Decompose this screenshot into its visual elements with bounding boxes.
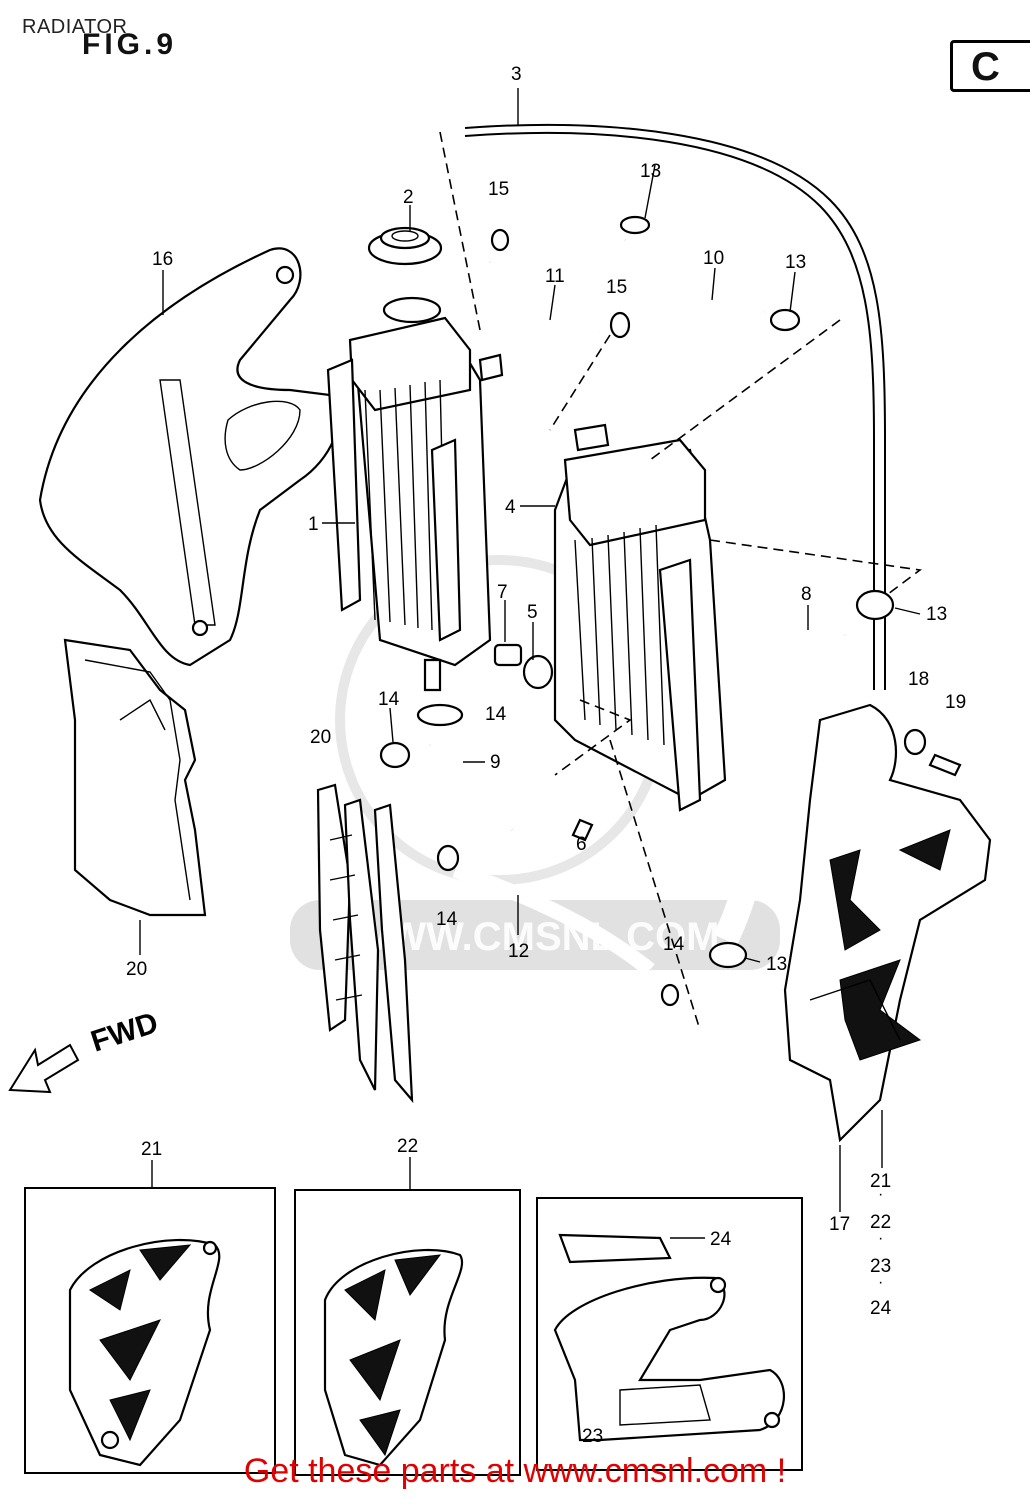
- callout-1: 1: [308, 514, 319, 535]
- callout-12: 12: [508, 941, 529, 962]
- stack-dot-3: ·: [878, 1274, 883, 1291]
- stack-dot-2: ·: [878, 1230, 883, 1247]
- callout-22-stack: 22: [870, 1212, 891, 1233]
- forward-direction-arrow: FWD: [8, 1006, 162, 1094]
- figure-label: FIG.9: [82, 28, 178, 61]
- callout-24-stack: 24: [870, 1298, 892, 1319]
- callout-13-right: 13: [785, 252, 806, 273]
- upper-hose: [439, 123, 886, 690]
- callout-14-right: 14: [663, 934, 685, 955]
- callout-11: 11: [545, 266, 565, 287]
- callout-23-inset: 23: [582, 1426, 603, 1447]
- callout-13-top: 13: [640, 161, 661, 182]
- stack-dot-1: ·: [878, 1186, 883, 1203]
- section-code: C: [971, 45, 1000, 89]
- callout-20-left: 20: [126, 959, 147, 980]
- callout-13-bottom: 13: [766, 954, 787, 975]
- callout-4: 4: [505, 497, 516, 518]
- clamps-and-fasteners: [379, 215, 962, 1007]
- callout-5: 5: [527, 602, 538, 623]
- callout-7: 7: [497, 582, 508, 603]
- callout-21-inset: 21: [141, 1139, 162, 1160]
- left-radiator: [326, 296, 504, 692]
- assembly-leader-lines: [549, 319, 923, 1031]
- callout-14-left: 14: [378, 689, 400, 710]
- callout-15-mid: 15: [606, 277, 627, 298]
- page-title: RADIATOR: [22, 16, 128, 38]
- inset-box-21: [24, 1187, 276, 1474]
- callout-13-mid: 13: [926, 604, 947, 625]
- callout-19: 19: [945, 692, 966, 713]
- callout-14-lower: 14: [436, 909, 458, 930]
- callout-14-upper: 14: [485, 704, 507, 725]
- inset-box-22: [294, 1189, 521, 1476]
- watermark-text: WWW.CMSNL.COM: [351, 915, 720, 959]
- right-radiator-shroud: [783, 703, 992, 1143]
- callout-17: 17: [829, 1214, 850, 1235]
- right-radiator: [553, 423, 727, 812]
- callout-18: 18: [908, 669, 929, 690]
- footer-parts-link[interactable]: Get these parts at www.cmsnl.com !: [243, 1452, 787, 1490]
- callout-leader-lines: [139, 88, 921, 1239]
- callout-3: 3: [511, 64, 522, 85]
- left-radiator-shroud: [38, 247, 340, 667]
- callout-21-stack: 21: [870, 1171, 891, 1192]
- hoses: [419, 237, 852, 976]
- callout-labels: 3 2 16 15 13 10 13 11 15 1 4 7 5 8 13 18…: [126, 64, 966, 1447]
- callout-22-inset: 22: [397, 1136, 418, 1157]
- callout-2: 2: [403, 187, 414, 208]
- callout-6: 6: [576, 834, 587, 855]
- section-code-box: C: [950, 40, 1030, 92]
- callout-15-top: 15: [488, 179, 509, 200]
- inset-box-23-24: [536, 1197, 803, 1471]
- callout-10: 10: [703, 248, 724, 269]
- radiator-cap: [367, 226, 443, 266]
- callout-24-inset: 24: [710, 1229, 732, 1250]
- fwd-label: FWD: [87, 1006, 162, 1058]
- callout-8: 8: [801, 584, 812, 605]
- callout-9: 9: [490, 752, 501, 773]
- callout-23-stack: 23: [870, 1256, 891, 1277]
- callout-16: 16: [152, 249, 173, 270]
- left-radiator-guard: [63, 638, 207, 917]
- callout-20-mid: 20: [310, 727, 331, 748]
- center-radiator-guard: [316, 783, 414, 1104]
